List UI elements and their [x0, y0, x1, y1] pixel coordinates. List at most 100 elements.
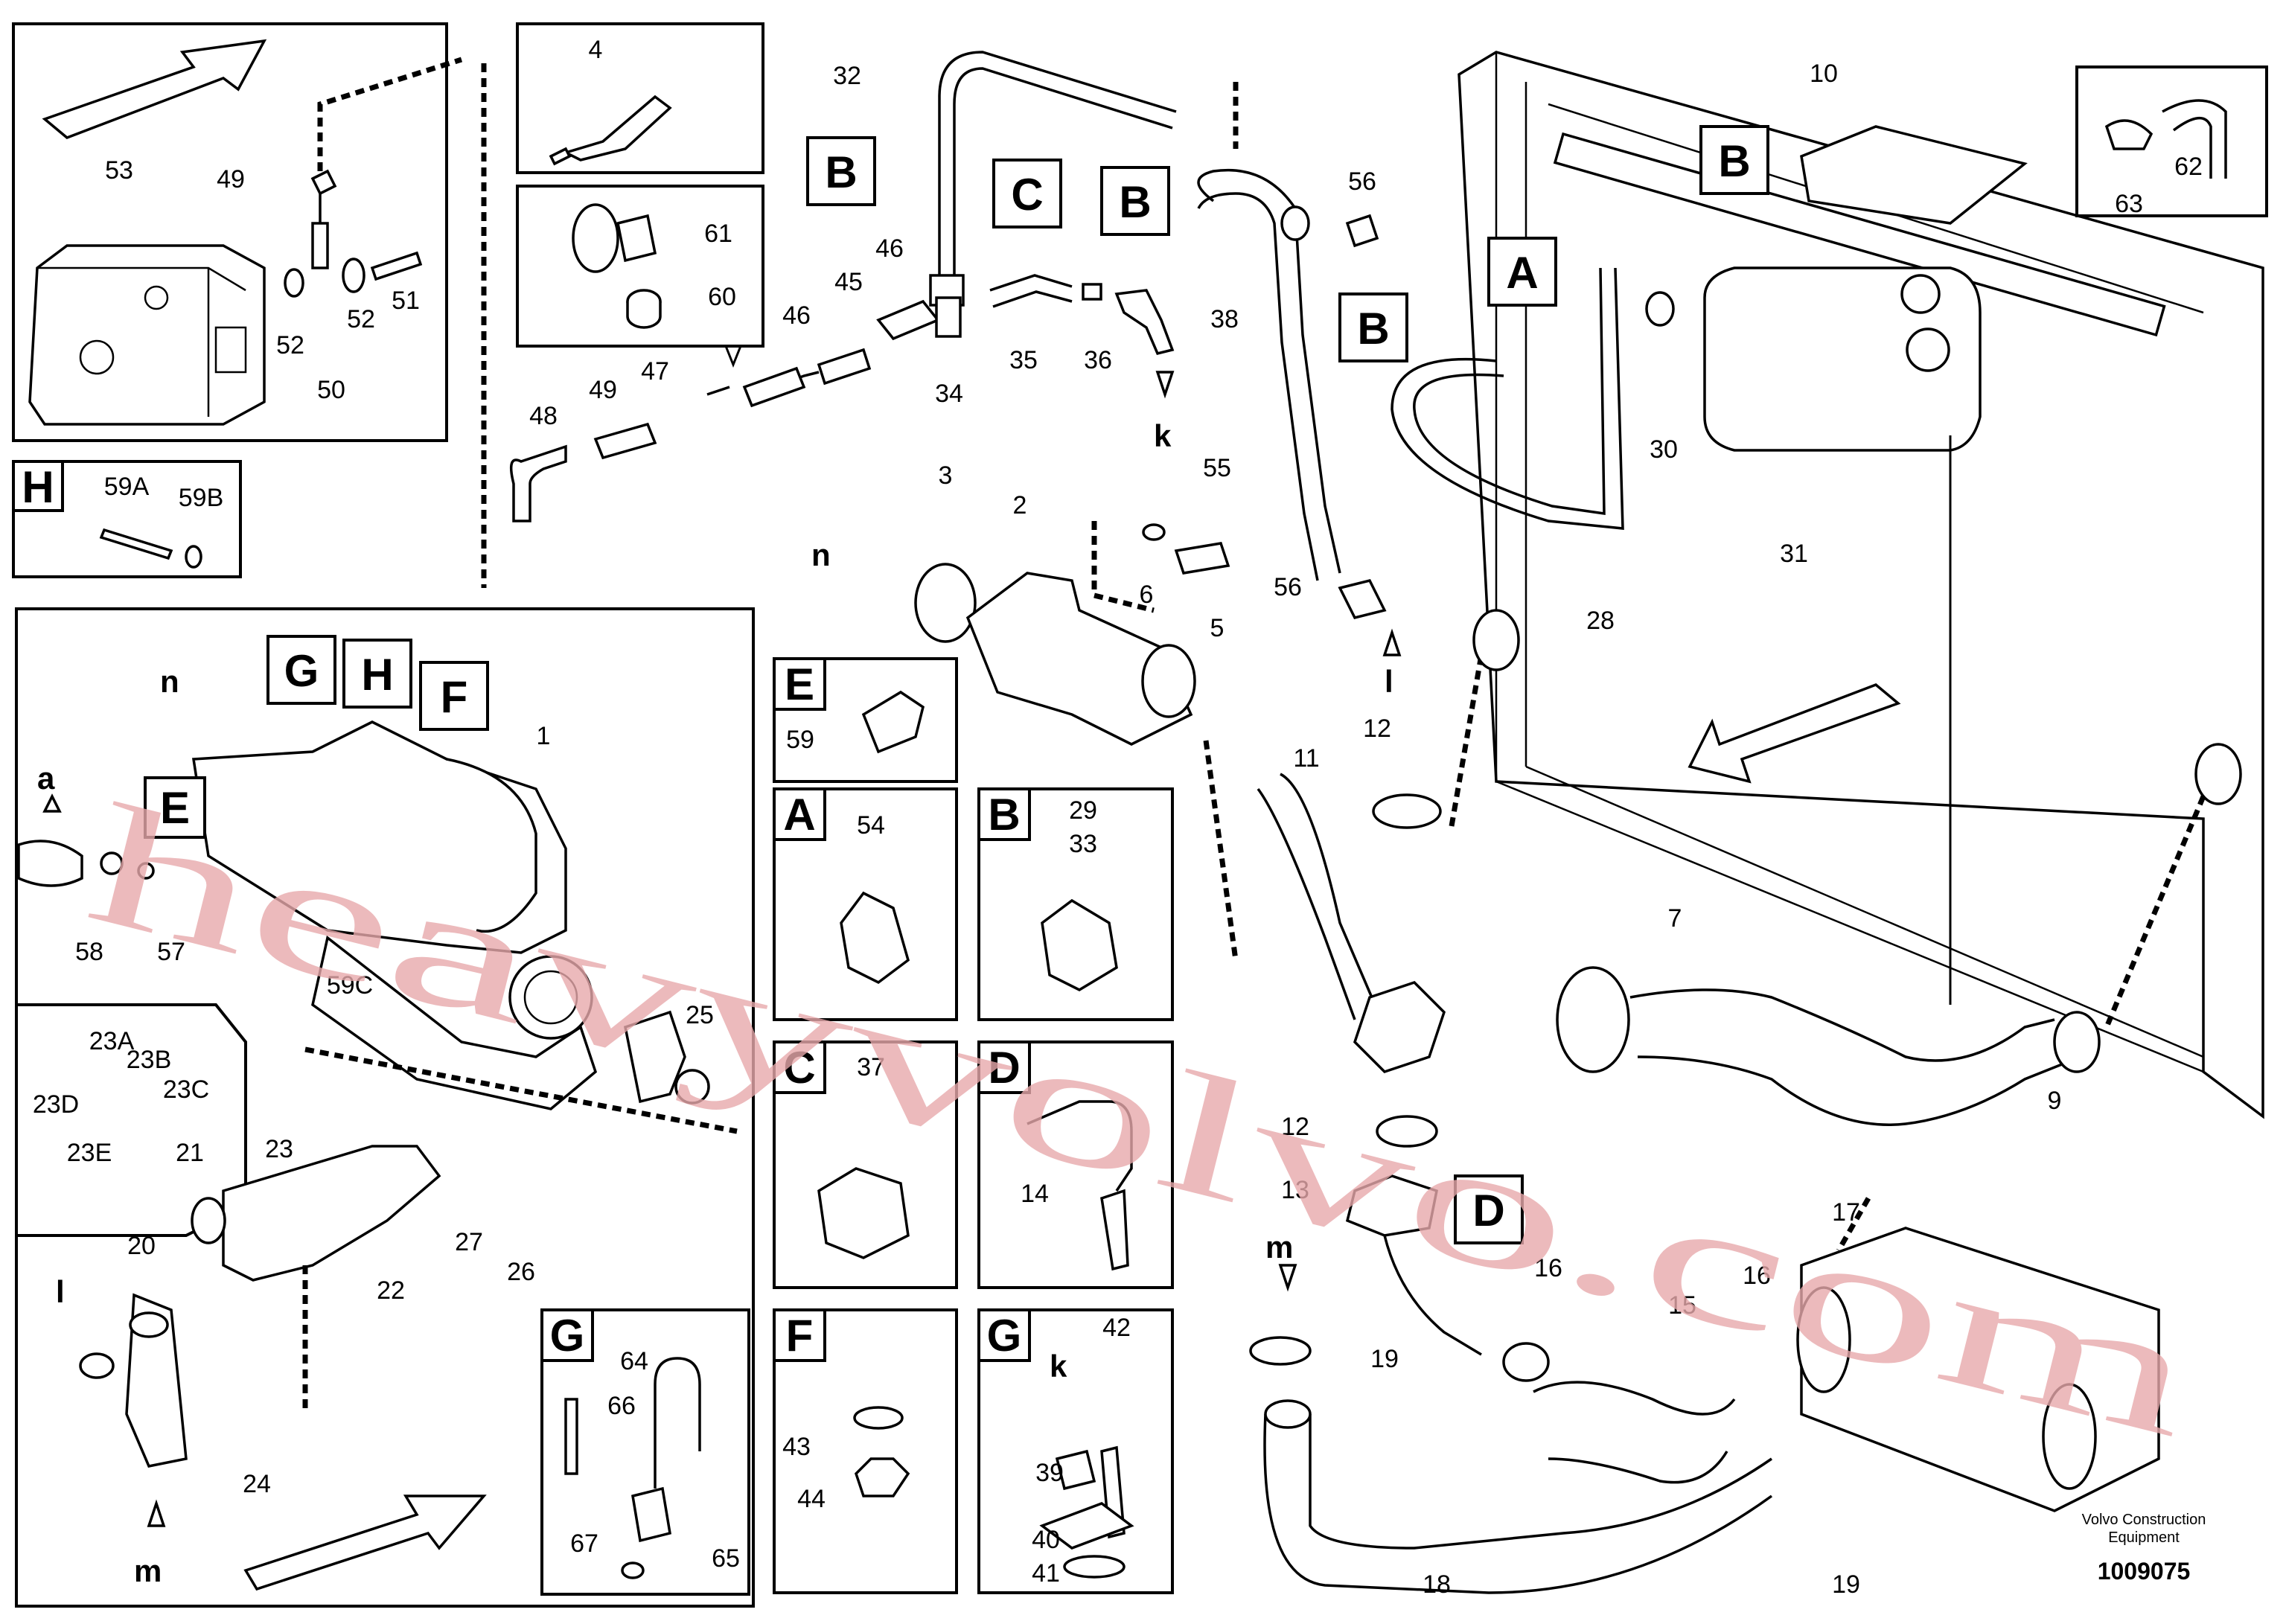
- part-number-label: 67: [570, 1529, 598, 1558]
- part-number-label: 36: [1084, 346, 1112, 374]
- part-number-label: 46: [782, 301, 811, 330]
- part-number-label: 23B: [127, 1046, 172, 1074]
- part-number-label: 55: [1203, 454, 1231, 482]
- part-number-label: 42: [1102, 1314, 1131, 1342]
- callout-h: H: [361, 650, 393, 700]
- flow-arrow-icon: [1688, 683, 1901, 784]
- part-number-label: 30: [1650, 435, 1678, 464]
- part-number-label: 33: [1069, 830, 1097, 858]
- part-number-label: 19: [1370, 1345, 1399, 1373]
- callout-a: A: [1506, 248, 1538, 298]
- pointer-k-top: k: [1154, 418, 1172, 453]
- pointer-l-left: l: [56, 1274, 65, 1309]
- part-number-label: 59B: [179, 484, 224, 512]
- cylinder-head-part: [28, 244, 266, 426]
- part-number-label: 40: [1032, 1526, 1060, 1554]
- callout-b-mid: B: [1119, 177, 1151, 227]
- footer-company-line2: Equipment: [2108, 1529, 2180, 1546]
- callout-b-tank: B: [1718, 136, 1750, 186]
- part-number-label: 12: [1281, 1113, 1309, 1141]
- inset-b-label: B: [988, 790, 1020, 840]
- heater-hose-run: [481, 51, 1177, 588]
- part-number-label: 64: [620, 1347, 648, 1375]
- pointer-m-right: m: [1265, 1230, 1293, 1265]
- callout-b-lower: B: [1357, 304, 1389, 354]
- pointer-n-left: n: [160, 664, 179, 699]
- part-number-label: 60: [708, 283, 736, 311]
- clamp-kit-inset: [516, 185, 764, 368]
- inset-h-label: H: [22, 462, 54, 512]
- part-number-label: 1: [537, 722, 551, 750]
- callout-g: G: [284, 646, 319, 696]
- sealant-tube-inset: [516, 22, 764, 174]
- part-number-label: 27: [455, 1228, 483, 1256]
- part-number-label: 50: [317, 376, 345, 404]
- pointer-a: a: [37, 761, 55, 796]
- pointer-letters: a k k l l m m n n: [37, 371, 1402, 1588]
- inset-d-label: D: [988, 1043, 1020, 1093]
- part-number-label: 3: [939, 461, 953, 490]
- part-number-label: 10: [1810, 60, 1838, 88]
- pointer-m-left: m: [134, 1553, 162, 1588]
- pointer-l-right: l: [1385, 664, 1393, 699]
- part-number-label: 59: [786, 726, 814, 754]
- part-number-label: 52: [276, 331, 304, 359]
- part-number-label: 16: [1743, 1262, 1771, 1290]
- part-number-label: 58: [75, 938, 103, 966]
- part-number-label: 65: [712, 1544, 740, 1573]
- part-number-label: 15: [1668, 1291, 1696, 1320]
- pointer-k-inset: k: [1050, 1349, 1067, 1384]
- part-number-label: 59C: [327, 971, 373, 1000]
- part-number-label: 17: [1832, 1198, 1860, 1227]
- inset-g-left: G: [540, 1308, 750, 1596]
- part-number-label: 34: [935, 380, 963, 408]
- part-number-label: 7: [1668, 904, 1682, 933]
- part-number-label: 6: [1140, 581, 1154, 609]
- part-number-label: 37: [857, 1053, 885, 1081]
- flow-arrow-icon: [243, 1494, 487, 1591]
- cylinder-head-inset: [12, 22, 463, 442]
- footer-document-number: 1009075: [2098, 1558, 2191, 1585]
- part-number-label: 29: [1069, 796, 1097, 825]
- part-number-label: 63: [2115, 190, 2143, 218]
- inset-g-right-label: G: [987, 1311, 1022, 1361]
- part-number-label: 20: [127, 1232, 156, 1260]
- part-number-label: 47: [641, 357, 669, 386]
- part-number-label: 23D: [33, 1090, 79, 1119]
- callout-e: E: [160, 783, 190, 833]
- part-number-label: 12: [1363, 715, 1391, 743]
- part-number-label: 25: [686, 1001, 714, 1029]
- part-number-label: 51: [392, 287, 420, 315]
- part-number-label: 9: [2048, 1087, 2062, 1115]
- callout-b-left: B: [825, 147, 857, 197]
- insets-grid: E A B C D F G: [773, 657, 1174, 1594]
- part-number-label: 41: [1032, 1559, 1060, 1588]
- part-number-label: 38: [1210, 305, 1239, 333]
- callout-c: C: [1011, 170, 1043, 220]
- part-number-label: 49: [217, 165, 245, 194]
- footer-company-line1: Volvo Construction: [2082, 1512, 2206, 1528]
- engine-block-inset: [15, 607, 755, 1608]
- part-number-label: 44: [797, 1485, 826, 1513]
- part-number-label: 46: [875, 234, 904, 263]
- part-number-label: 32: [833, 62, 861, 90]
- callout-f: F: [441, 672, 468, 722]
- part-number-label: 19: [1832, 1570, 1860, 1599]
- pointer-n-top: n: [811, 537, 831, 572]
- part-number-label: 23A: [89, 1027, 135, 1055]
- part-number-label: 5: [1210, 614, 1225, 642]
- part-number-label: 21: [176, 1139, 204, 1167]
- part-number-label: 49: [589, 376, 617, 404]
- part-number-label: 2: [1013, 491, 1027, 520]
- inset-a-label: A: [783, 790, 815, 840]
- part-number-label: 23: [265, 1135, 293, 1163]
- inset-e-label: E: [785, 659, 814, 709]
- part-number-label: 57: [157, 938, 185, 966]
- part-number-label: 23E: [67, 1139, 112, 1167]
- part-number-label: 31: [1780, 540, 1808, 568]
- callout-d: D: [1472, 1186, 1504, 1235]
- flow-arrow-icon: [42, 39, 267, 139]
- part-number-label: 59A: [104, 473, 150, 501]
